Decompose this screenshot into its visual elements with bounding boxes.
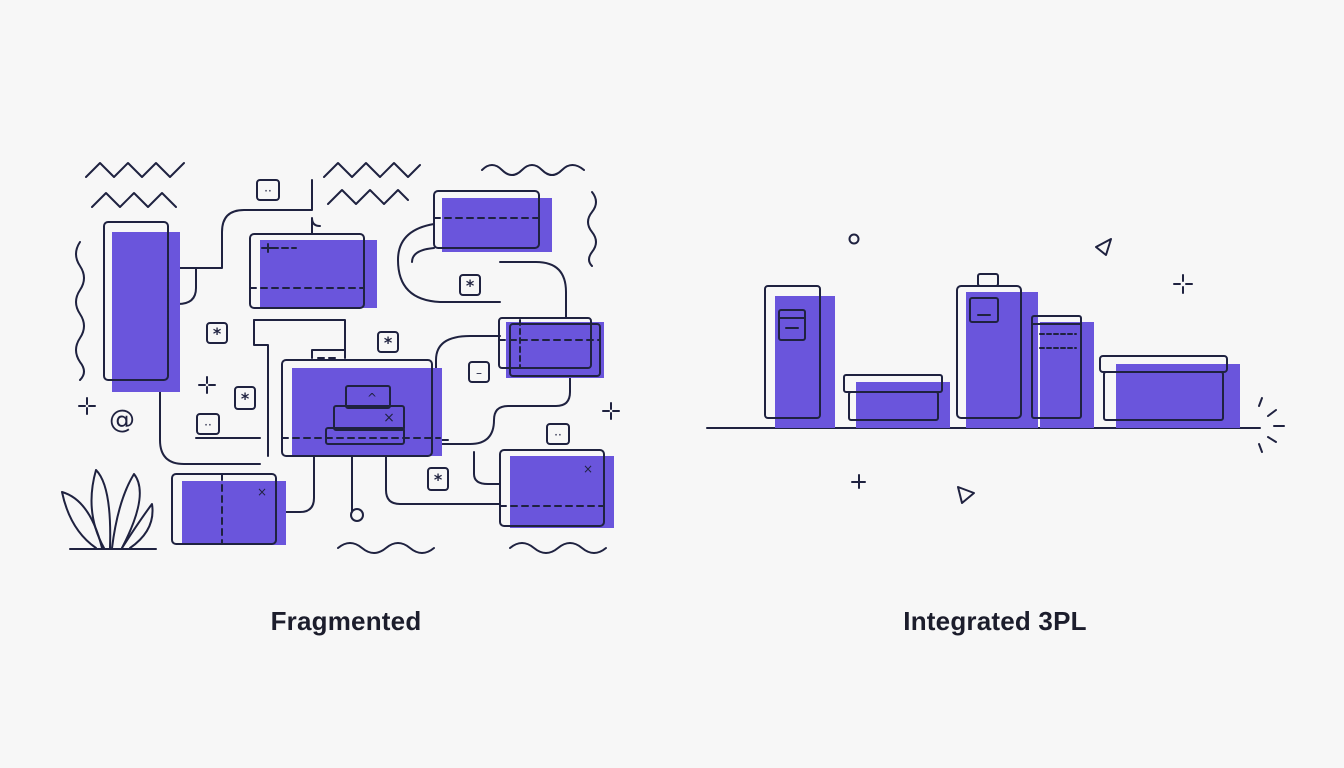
connector-node [350, 508, 364, 522]
asterisk-tile: * [206, 322, 228, 344]
fragment-box-top-center [249, 233, 377, 309]
sparkle-icon [198, 376, 216, 394]
sparkle-icon [1173, 274, 1193, 294]
svg-text:*: * [384, 333, 393, 352]
dash-tile: – [468, 361, 490, 383]
sparkle-icon [78, 397, 96, 415]
zigzag-top-mid-1 [323, 162, 421, 178]
dots-tile: ·· [546, 423, 570, 445]
x-glyph: × [583, 462, 593, 476]
svg-text:*: * [241, 389, 250, 408]
squiggle-right-vertical [587, 191, 597, 267]
squiggle-bottom-mid [337, 542, 435, 554]
asterisk-tile: * [459, 274, 481, 296]
svg-text:*: * [466, 276, 475, 295]
at-symbol: @ [109, 405, 135, 435]
burst-icon [1258, 397, 1285, 453]
svg-text:*: * [213, 324, 222, 343]
triangle-icon [1095, 238, 1112, 256]
x-glyph: × [257, 485, 267, 499]
zigzag-top-mid-2 [327, 189, 409, 205]
fragment-box-bottom-right [499, 449, 614, 528]
sparkle-icon [602, 402, 620, 420]
label-fragmented: Fragmented [270, 606, 422, 636]
connector-lines [159, 179, 571, 513]
unit-box-low [843, 374, 950, 428]
svg-text:··: ·· [264, 184, 272, 198]
svg-text:–: – [476, 366, 482, 380]
label-integrated-3pl: Integrated 3PL [903, 606, 1087, 636]
asterisk-tile: * [234, 386, 256, 410]
unit-container-wide [1099, 355, 1240, 428]
dots-tile: ·· [196, 413, 220, 435]
asterisk-tile: * [377, 331, 399, 353]
zigzag-top-left-1 [85, 162, 185, 178]
plus-icon [851, 474, 866, 489]
unit-container-bottle [956, 273, 1038, 428]
svg-text:··: ·· [204, 418, 212, 432]
dots-tile: ·· [256, 179, 280, 201]
unit-cabinet-narrow [1031, 315, 1094, 428]
fragment-box-top-right [433, 190, 552, 252]
squiggle-left-vertical [75, 241, 85, 381]
circle-decoration [848, 233, 860, 245]
plant-icon [61, 469, 157, 550]
unit-cabinet-tall [764, 285, 835, 428]
squiggle-top-right [481, 164, 585, 176]
x-glyph: × [383, 410, 395, 426]
caret-glyph: ^ [367, 391, 377, 405]
svg-text:··: ·· [554, 428, 562, 442]
fragmented-panel: ^ × × × * * * * [61, 162, 620, 554]
squiggle-bottom-right [509, 542, 607, 554]
triangle-icon [957, 486, 975, 504]
zigzag-top-left-2 [91, 192, 177, 208]
integrated-panel [706, 233, 1285, 504]
fragment-box-middle-right [498, 317, 604, 378]
svg-text:*: * [434, 470, 443, 489]
fragment-box-tall [103, 221, 180, 392]
fragment-box-center [281, 357, 442, 457]
fragment-box-bottom-left [171, 473, 286, 545]
asterisk-tile: * [427, 467, 449, 491]
